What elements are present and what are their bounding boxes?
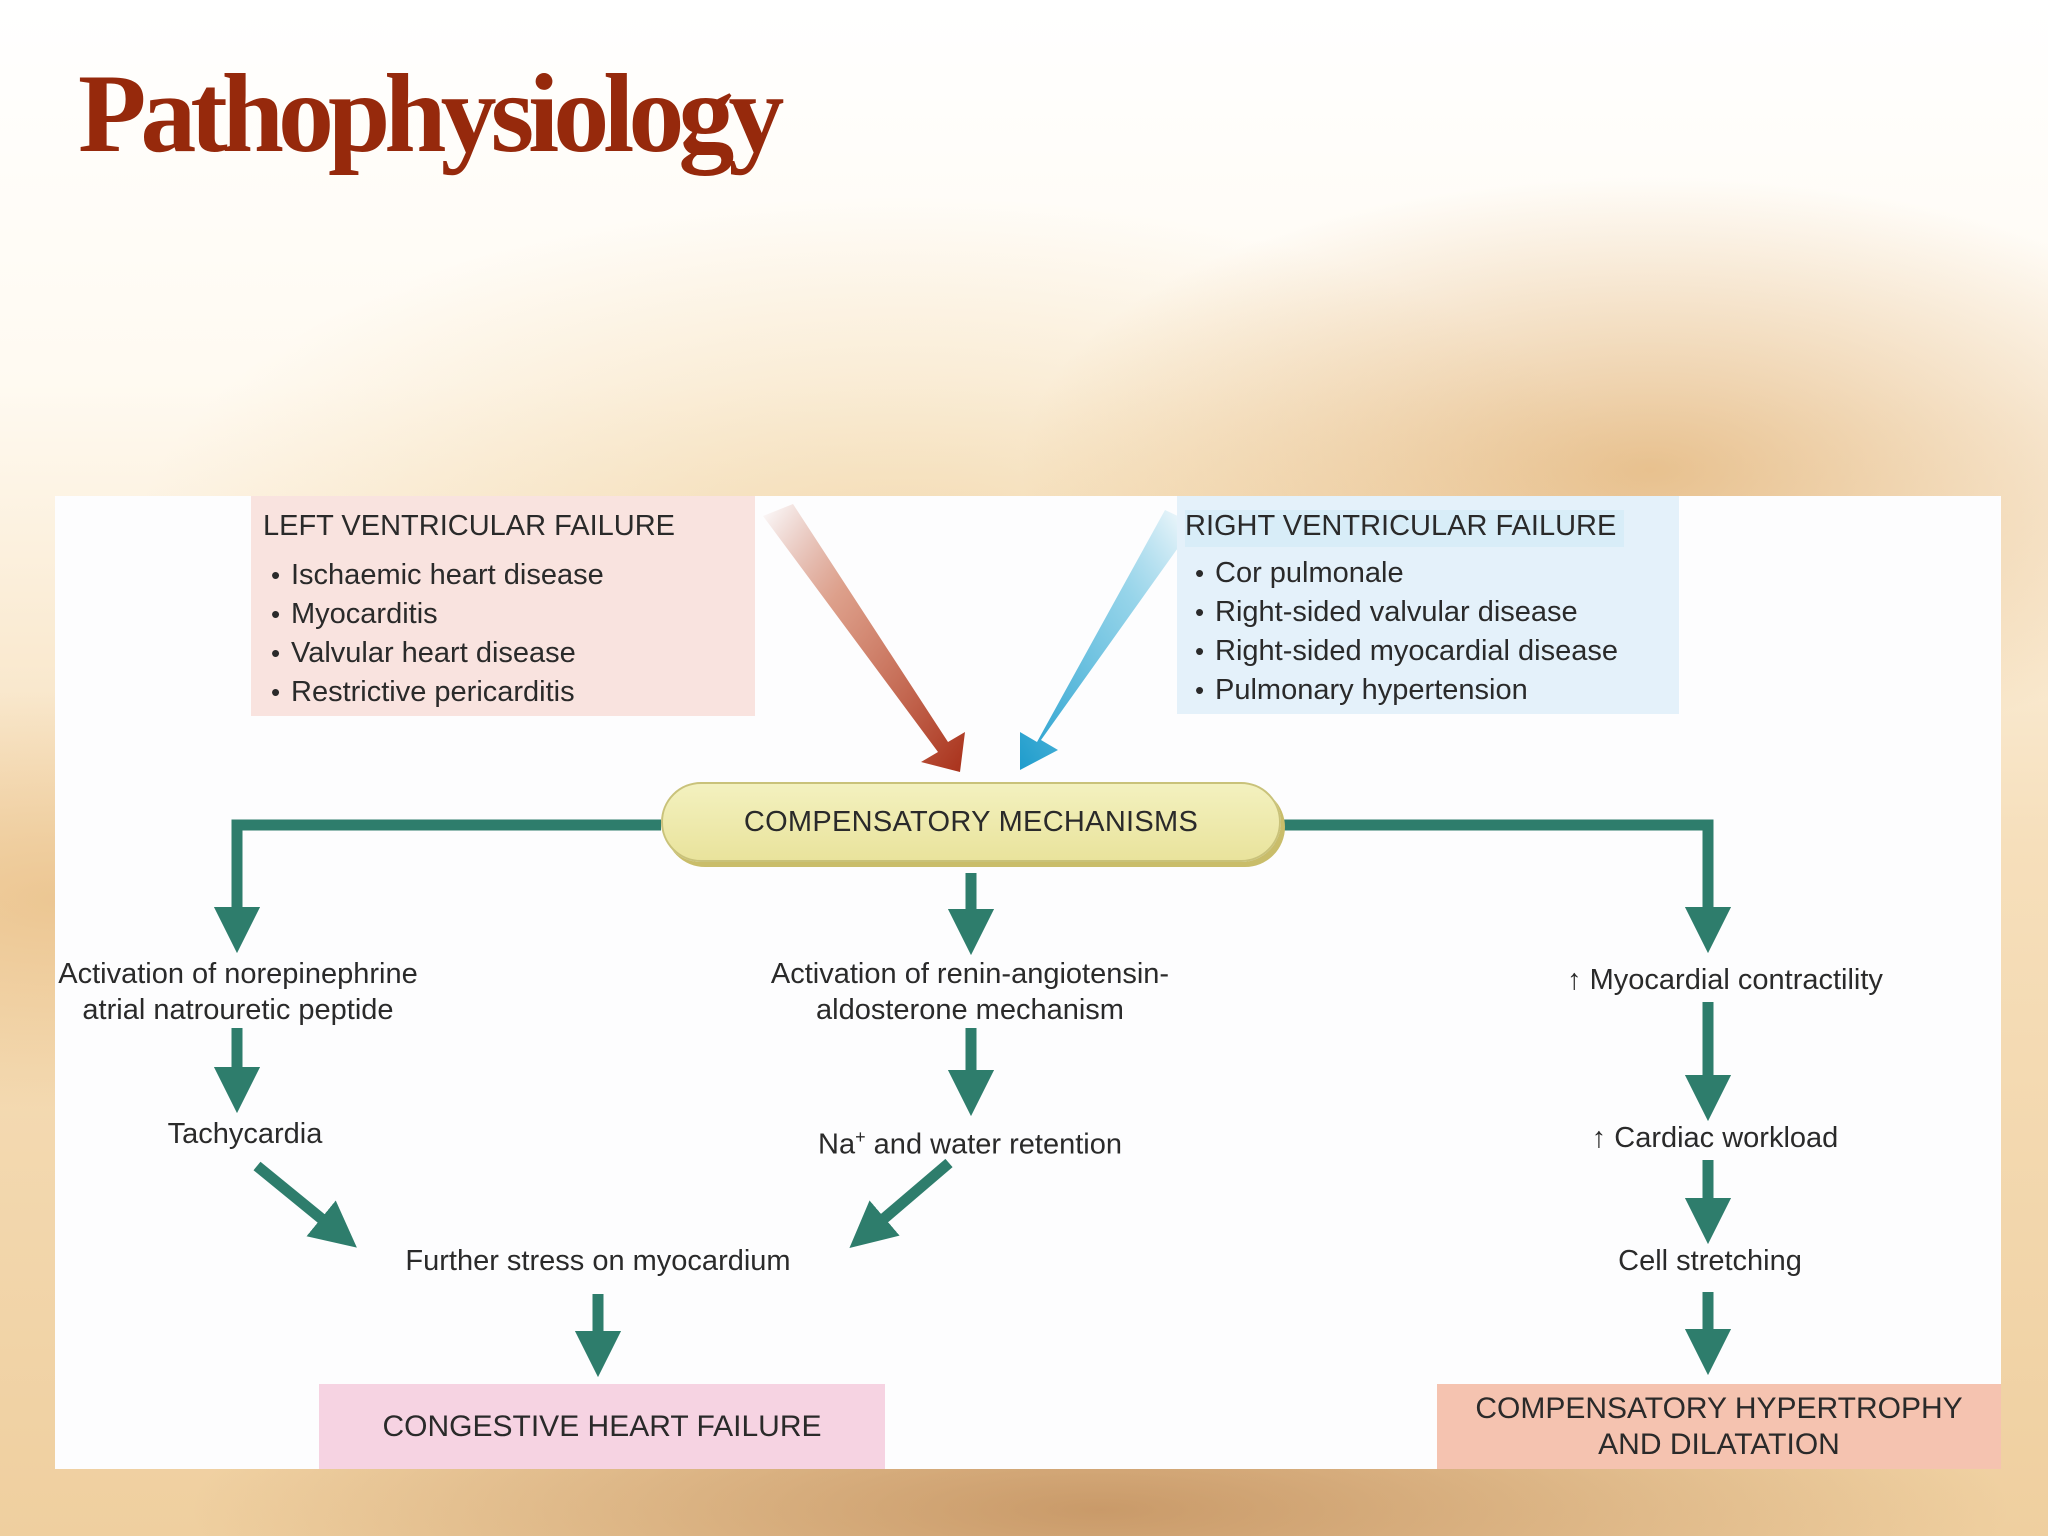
raas-line1: Activation of renin-angiotensin- [770,958,1170,990]
sodium-text: Na [818,1128,856,1161]
list-item: Myocarditis [271,595,604,634]
left-ventricular-failure-box: LEFT VENTRICULAR FAILURE Ischaemic heart… [251,496,755,716]
hypertrophy-line2: AND DILATATION [1598,1427,1840,1461]
norepinephrine-line2: atrial natrouretic peptide [82,994,394,1026]
water-retention-text: and water retention [865,1128,1122,1161]
norepinephrine-node: Activation of norepinephrine atrial natr… [53,956,423,1028]
list-item: Right-sided valvular disease [1195,593,1618,632]
blue-incoming-arrow [1020,510,1195,770]
cell-stretching-node: Cell stretching [1618,1245,1802,1277]
right-ventricular-failure-box: RIGHT VENTRICULAR FAILURE Cor pulmonale … [1177,496,1679,714]
raas-node: Activation of renin-angiotensin- aldoste… [740,956,1200,1028]
list-item: Cor pulmonale [1195,554,1618,593]
plus-sign: + [855,1127,866,1147]
hypertrophy-line1: COMPENSATORY HYPERTROPHY [1475,1391,1963,1425]
list-item: Ischaemic heart disease [271,556,604,595]
left-box-header: LEFT VENTRICULAR FAILURE [263,510,676,542]
raas-line2: aldosterone mechanism [816,994,1124,1026]
cardiac-workload-node: ↑ Cardiac workload [1591,1122,1839,1154]
right-box-header: RIGHT VENTRICULAR FAILURE [1185,510,1625,547]
branch-connectors [213,819,1732,1378]
flow-arrows [213,504,1732,1378]
norepinephrine-line1: Activation of norepinephrine [58,958,418,990]
red-incoming-arrow [763,504,965,772]
flowchart-panel: LEFT VENTRICULAR FAILURE Ischaemic heart… [55,496,2001,1469]
sodium-water-retention-node: Na+ and water retention [775,1119,1165,1163]
list-item: Right-sided myocardial disease [1195,632,1618,671]
myocardial-contractility-node: ↑ Myocardial contractility [1567,964,1883,996]
list-item: Valvular heart disease [271,634,604,673]
tachycardia-node: Tachycardia [167,1118,323,1150]
slide-title: Pathophysiology [78,52,784,176]
further-stress-node: Further stress on myocardium [405,1245,791,1277]
compensatory-mechanisms-node: COMPENSATORY MECHANISMS [661,782,1281,862]
list-item: Pulmonary hypertension [1195,671,1618,710]
list-item: Restrictive pericarditis [271,673,604,712]
right-box-list: Cor pulmonale Right-sided valvular disea… [1195,554,1618,710]
compensatory-hypertrophy-box: COMPENSATORY HYPERTROPHY AND DILATATION [1437,1384,2001,1469]
congestive-heart-failure-box: CONGESTIVE HEART FAILURE [319,1384,885,1469]
left-box-list: Ischaemic heart disease Myocarditis Valv… [271,556,604,712]
